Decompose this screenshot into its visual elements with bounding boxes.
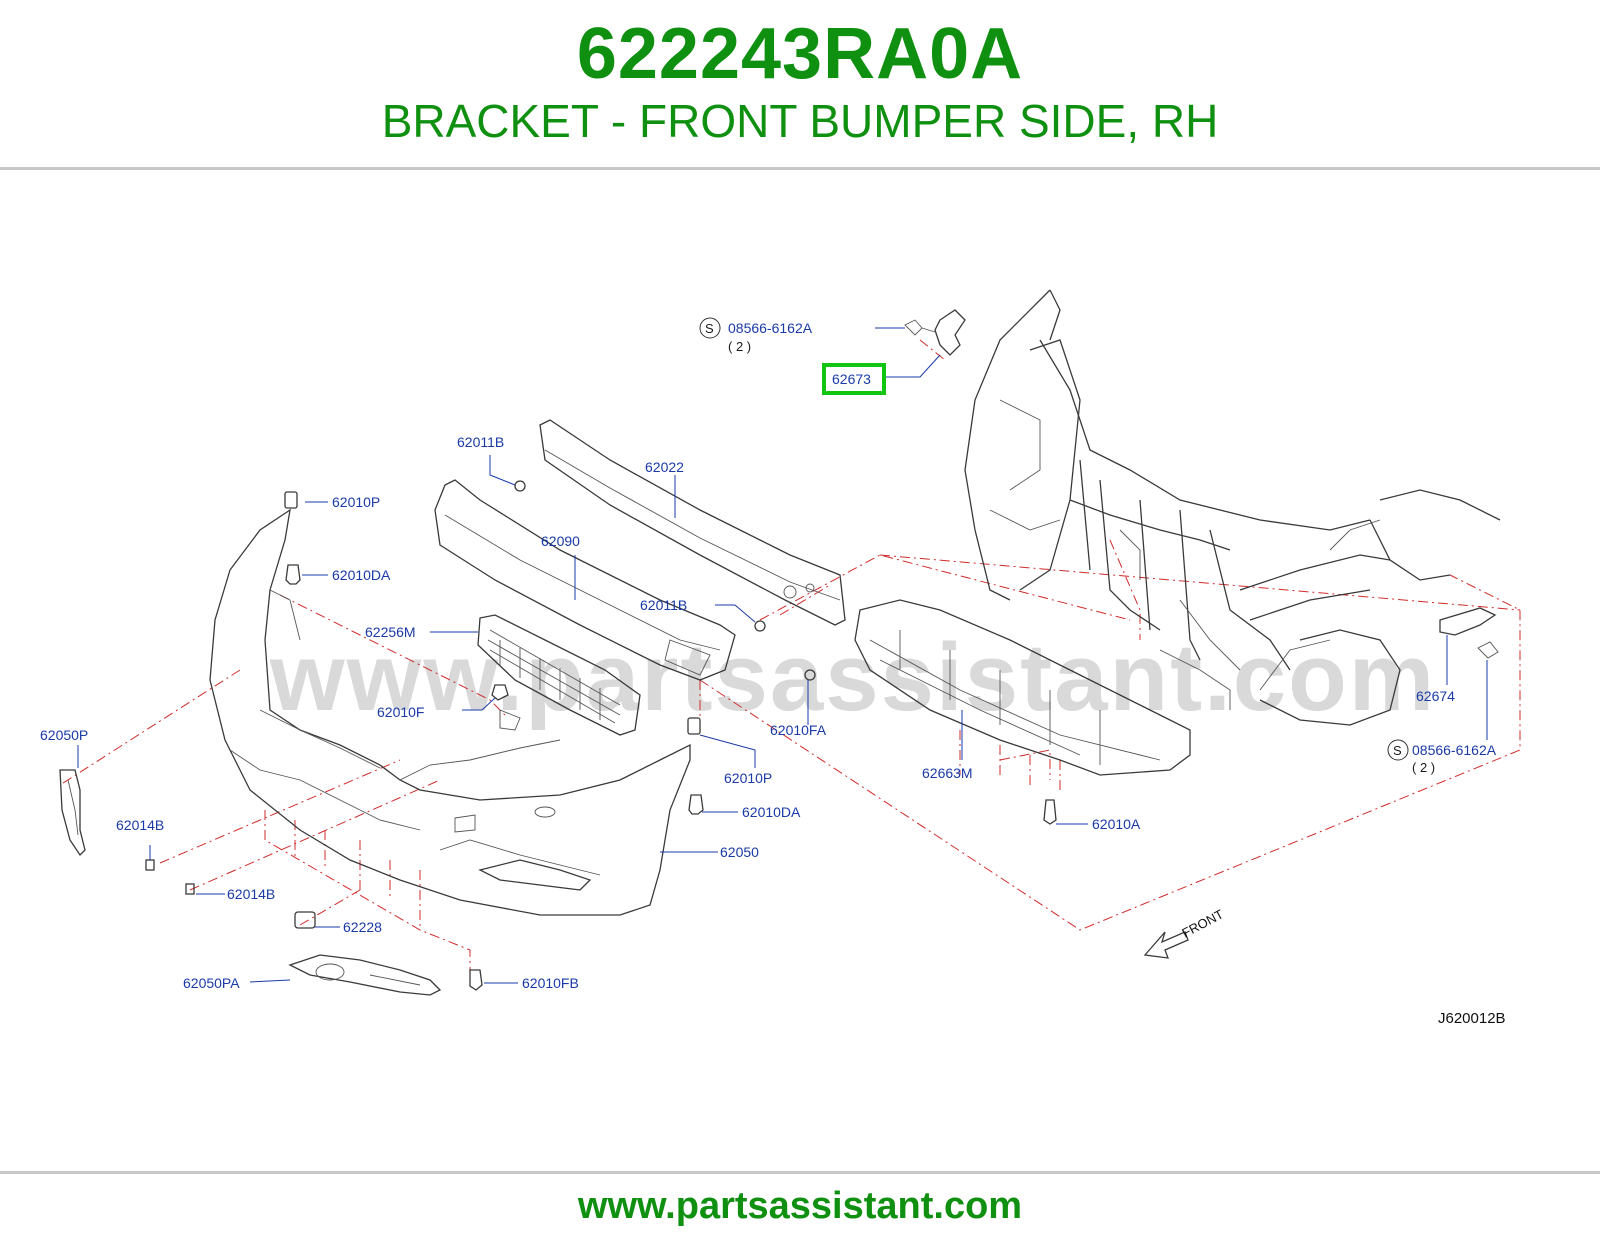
callout-labels: 08566-6162A ( 2 ) 62673 62011B 62022 620…: [40, 320, 1506, 1027]
callout-62010FB[interactable]: 62010FB: [522, 975, 579, 991]
callout-62663M[interactable]: 62663M: [922, 765, 973, 781]
callout-62674[interactable]: 62674: [1416, 688, 1455, 704]
callout-62011B-mid[interactable]: 62011B: [640, 597, 687, 613]
parts-diagram-svg: www.partsassistant.com: [40, 289, 1521, 1027]
callout-62050[interactable]: 62050: [720, 844, 759, 860]
callout-62228[interactable]: 62228: [343, 919, 382, 935]
standard-part-symbol-top-letter: S: [705, 321, 714, 336]
callout-62673[interactable]: 62673: [832, 371, 871, 387]
front-direction-marker: FRONT: [1143, 906, 1226, 959]
callout-62010FA[interactable]: 62010FA: [770, 722, 827, 738]
part-number-title: 622243RA0A: [576, 14, 1024, 94]
callout-62010A[interactable]: 62010A: [1092, 816, 1141, 832]
lower-grille-62256M-illustration: [477, 614, 641, 736]
standard-part-symbol-right: [1387, 739, 1409, 761]
callout-62010DA-top[interactable]: 62010DA: [332, 567, 391, 583]
parts-diagram: www.partsassistant.com: [0, 170, 1600, 1170]
energy-absorber-62090-illustration: [434, 479, 736, 681]
callout-62010DA-mid[interactable]: 62010DA: [742, 804, 801, 820]
callout-62022[interactable]: 62022: [645, 459, 684, 475]
callout-62014B-1[interactable]: 62014B: [116, 817, 164, 833]
undercover-62663M-illustration: [854, 599, 1191, 776]
radiator-core-support-illustration: [964, 289, 1501, 726]
diagram-reference-code: J620012B: [1438, 1010, 1506, 1027]
assembly-centerlines: [59, 339, 1521, 970]
callout-62010P-top[interactable]: 62010P: [332, 494, 380, 510]
highlighted-part-box: [822, 363, 886, 395]
callout-08566-6162A-top[interactable]: 08566-6162A: [728, 320, 813, 336]
part-description: BRACKET - FRONT BUMPER SIDE, RH: [381, 95, 1219, 147]
callout-62090[interactable]: 62090: [541, 533, 580, 549]
callout-62050P[interactable]: 62050P: [40, 727, 88, 743]
callout-08566-6162A-right-qty: ( 2 ): [1412, 760, 1435, 775]
fog-lamp-finisher-62050PA-illustration: [288, 954, 442, 996]
header-divider: [0, 167, 1600, 170]
callout-62050PA[interactable]: 62050PA: [183, 975, 240, 991]
callout-leaders: [77, 327, 1488, 984]
callout-62014B-2[interactable]: 62014B: [227, 886, 275, 902]
page-header: 622243RA0A BRACKET - FRONT BUMPER SIDE, …: [0, 0, 1600, 168]
callout-08566-6162A-top-qty: ( 2 ): [728, 339, 751, 354]
standard-part-symbol-right-letter: S: [1393, 743, 1402, 758]
callout-62011B-top[interactable]: 62011B: [457, 434, 504, 450]
front-bumper-fascia-62050-illustration: [209, 508, 691, 916]
callout-62010F[interactable]: 62010F: [377, 704, 424, 720]
footer-divider: [0, 1171, 1600, 1174]
side-bracket-62674-illustration: [1439, 607, 1499, 659]
watermark-text: www.partsassistant.com: [269, 624, 1436, 731]
callout-62010P-mid[interactable]: 62010P: [724, 770, 772, 786]
callout-08566-6162A-right[interactable]: 08566-6162A: [1412, 742, 1497, 758]
bumper-reinforcement-62022-illustration: [539, 419, 846, 626]
footer-website-link[interactable]: www.partsassistant.com: [577, 1185, 1023, 1227]
side-bracket-62050P-illustration: [59, 769, 86, 857]
bracket-62673-illustration: [904, 309, 966, 356]
standard-part-symbol-top: [699, 317, 721, 339]
callout-62256M[interactable]: 62256M: [365, 624, 416, 640]
fasteners-illustration: [145, 480, 1057, 991]
front-label: FRONT: [1179, 906, 1226, 940]
